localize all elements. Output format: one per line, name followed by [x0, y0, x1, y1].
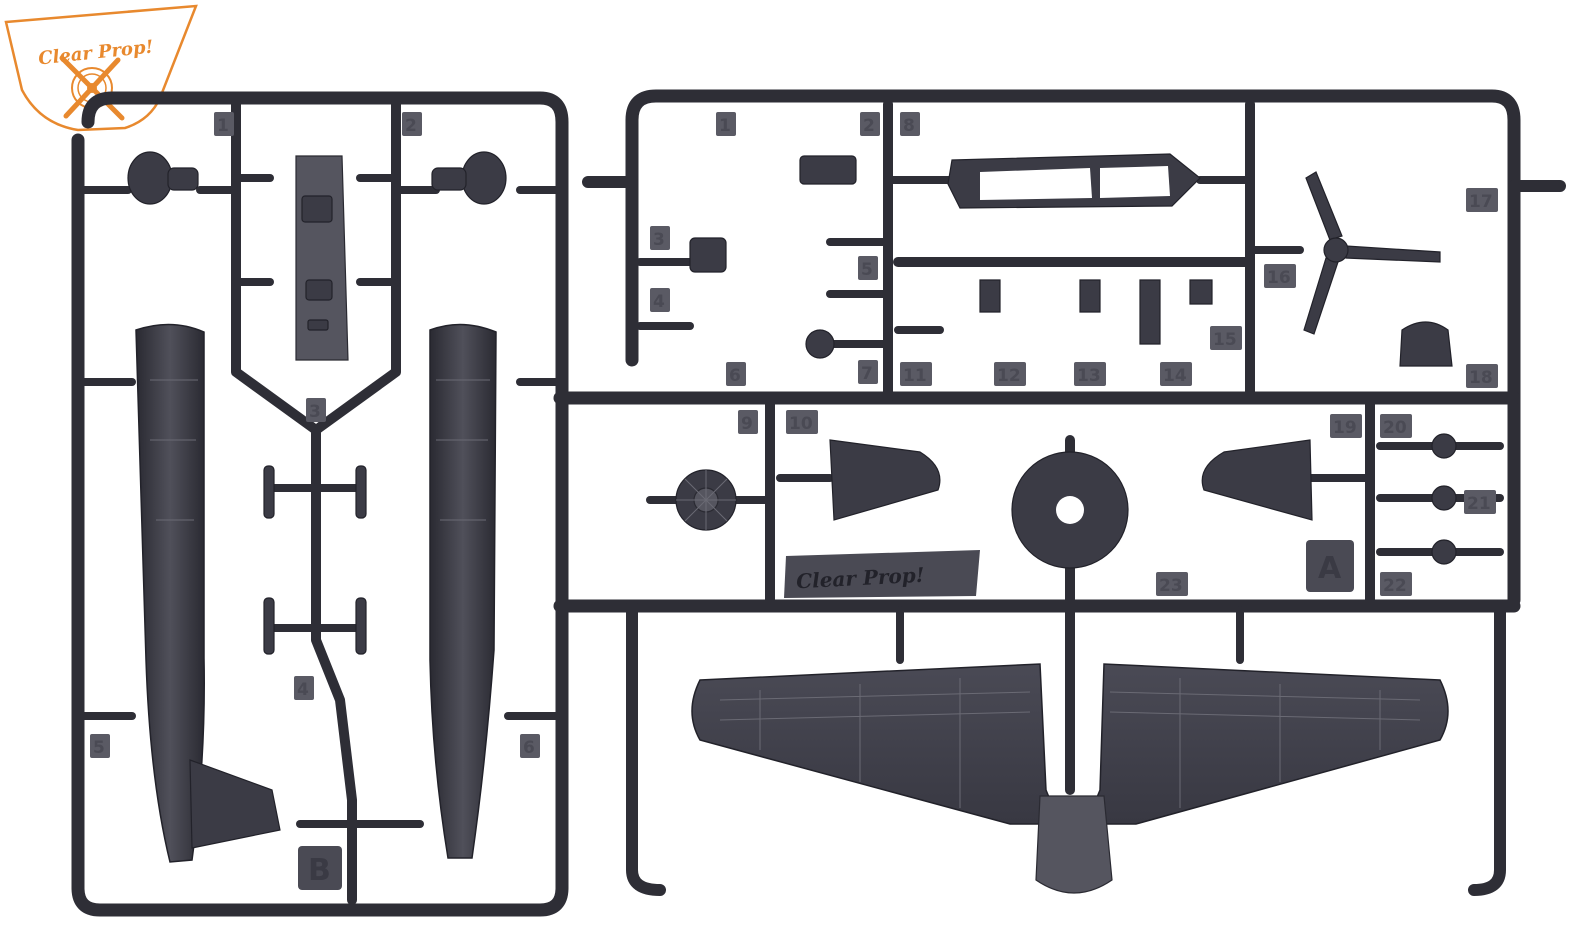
propeller-part: [1303, 171, 1441, 335]
a-number-14: 14: [1163, 366, 1187, 386]
a-number-9: 9: [741, 414, 753, 434]
a-number-11: 11: [903, 366, 927, 386]
fuselage-half-right: [429, 323, 497, 859]
svg-text:A: A: [1318, 551, 1342, 586]
a-number-6: 6: [729, 366, 741, 386]
fuselage-half-left: [135, 323, 281, 863]
svg-text:B: B: [308, 853, 331, 888]
a-number-8: 8: [903, 116, 915, 136]
a-number-16: 16: [1267, 268, 1291, 288]
b-number-4: 4: [297, 680, 309, 700]
a-number-4: 4: [653, 292, 665, 312]
small-parts-b: [263, 465, 367, 655]
a-number-7: 7: [861, 364, 873, 384]
wing-center: [1035, 795, 1113, 894]
engine-cowling-left: [127, 151, 199, 205]
sprue-letter-b: B: [298, 846, 342, 890]
a-number-13: 13: [1077, 366, 1101, 386]
tailplane-right: [1201, 439, 1313, 521]
a-number-23: 23: [1159, 576, 1183, 596]
a-number-10: 10: [789, 414, 813, 434]
cockpit-floor: [295, 155, 349, 361]
a-number-12: 12: [997, 366, 1021, 386]
part-numbers-b: 1 2 3 4 5 6: [90, 112, 540, 758]
a-number-2: 2: [863, 116, 875, 136]
b-number-3: 3: [309, 402, 321, 422]
engine-cowling-right: [431, 151, 507, 205]
sprue-a: Clear Prop! 1 2 8 3 5 4: [553, 89, 1566, 896]
a-number-22: 22: [1383, 576, 1407, 596]
a-number-15: 15: [1213, 330, 1237, 350]
a-number-18: 18: [1469, 368, 1493, 388]
part-numbers-a: 1 2 8 3 5 4 6 7 11 12 13 14 15: [650, 112, 1498, 596]
a-number-20: 20: [1383, 418, 1407, 438]
b-number-1: 1: [217, 116, 229, 136]
b-number-5: 5: [93, 738, 105, 758]
a-number-3: 3: [653, 230, 665, 250]
a-number-21: 21: [1467, 494, 1491, 514]
canopy-frame: [947, 153, 1201, 209]
a-number-5: 5: [861, 260, 873, 280]
clear-prop-logo: Clear Prop!: [4, 4, 198, 132]
a-number-1: 1: [719, 116, 731, 136]
b-number-6: 6: [523, 738, 535, 758]
wheel-disc: [1011, 451, 1129, 569]
embossed-logo-plate: Clear Prop!: [784, 550, 980, 598]
wing-right: [1084, 663, 1449, 825]
sprue-b: 1 2 3 4 5 6 B: [71, 91, 569, 917]
b-number-2: 2: [405, 116, 417, 136]
wing-left: [691, 663, 1062, 825]
tailplane-left: [829, 439, 941, 521]
a-number-17: 17: [1469, 192, 1493, 212]
small-parts-a: [689, 155, 1457, 565]
sprue-letter-a: A: [1306, 540, 1354, 592]
a-number-19: 19: [1333, 418, 1357, 438]
radial-engine: [675, 469, 737, 531]
